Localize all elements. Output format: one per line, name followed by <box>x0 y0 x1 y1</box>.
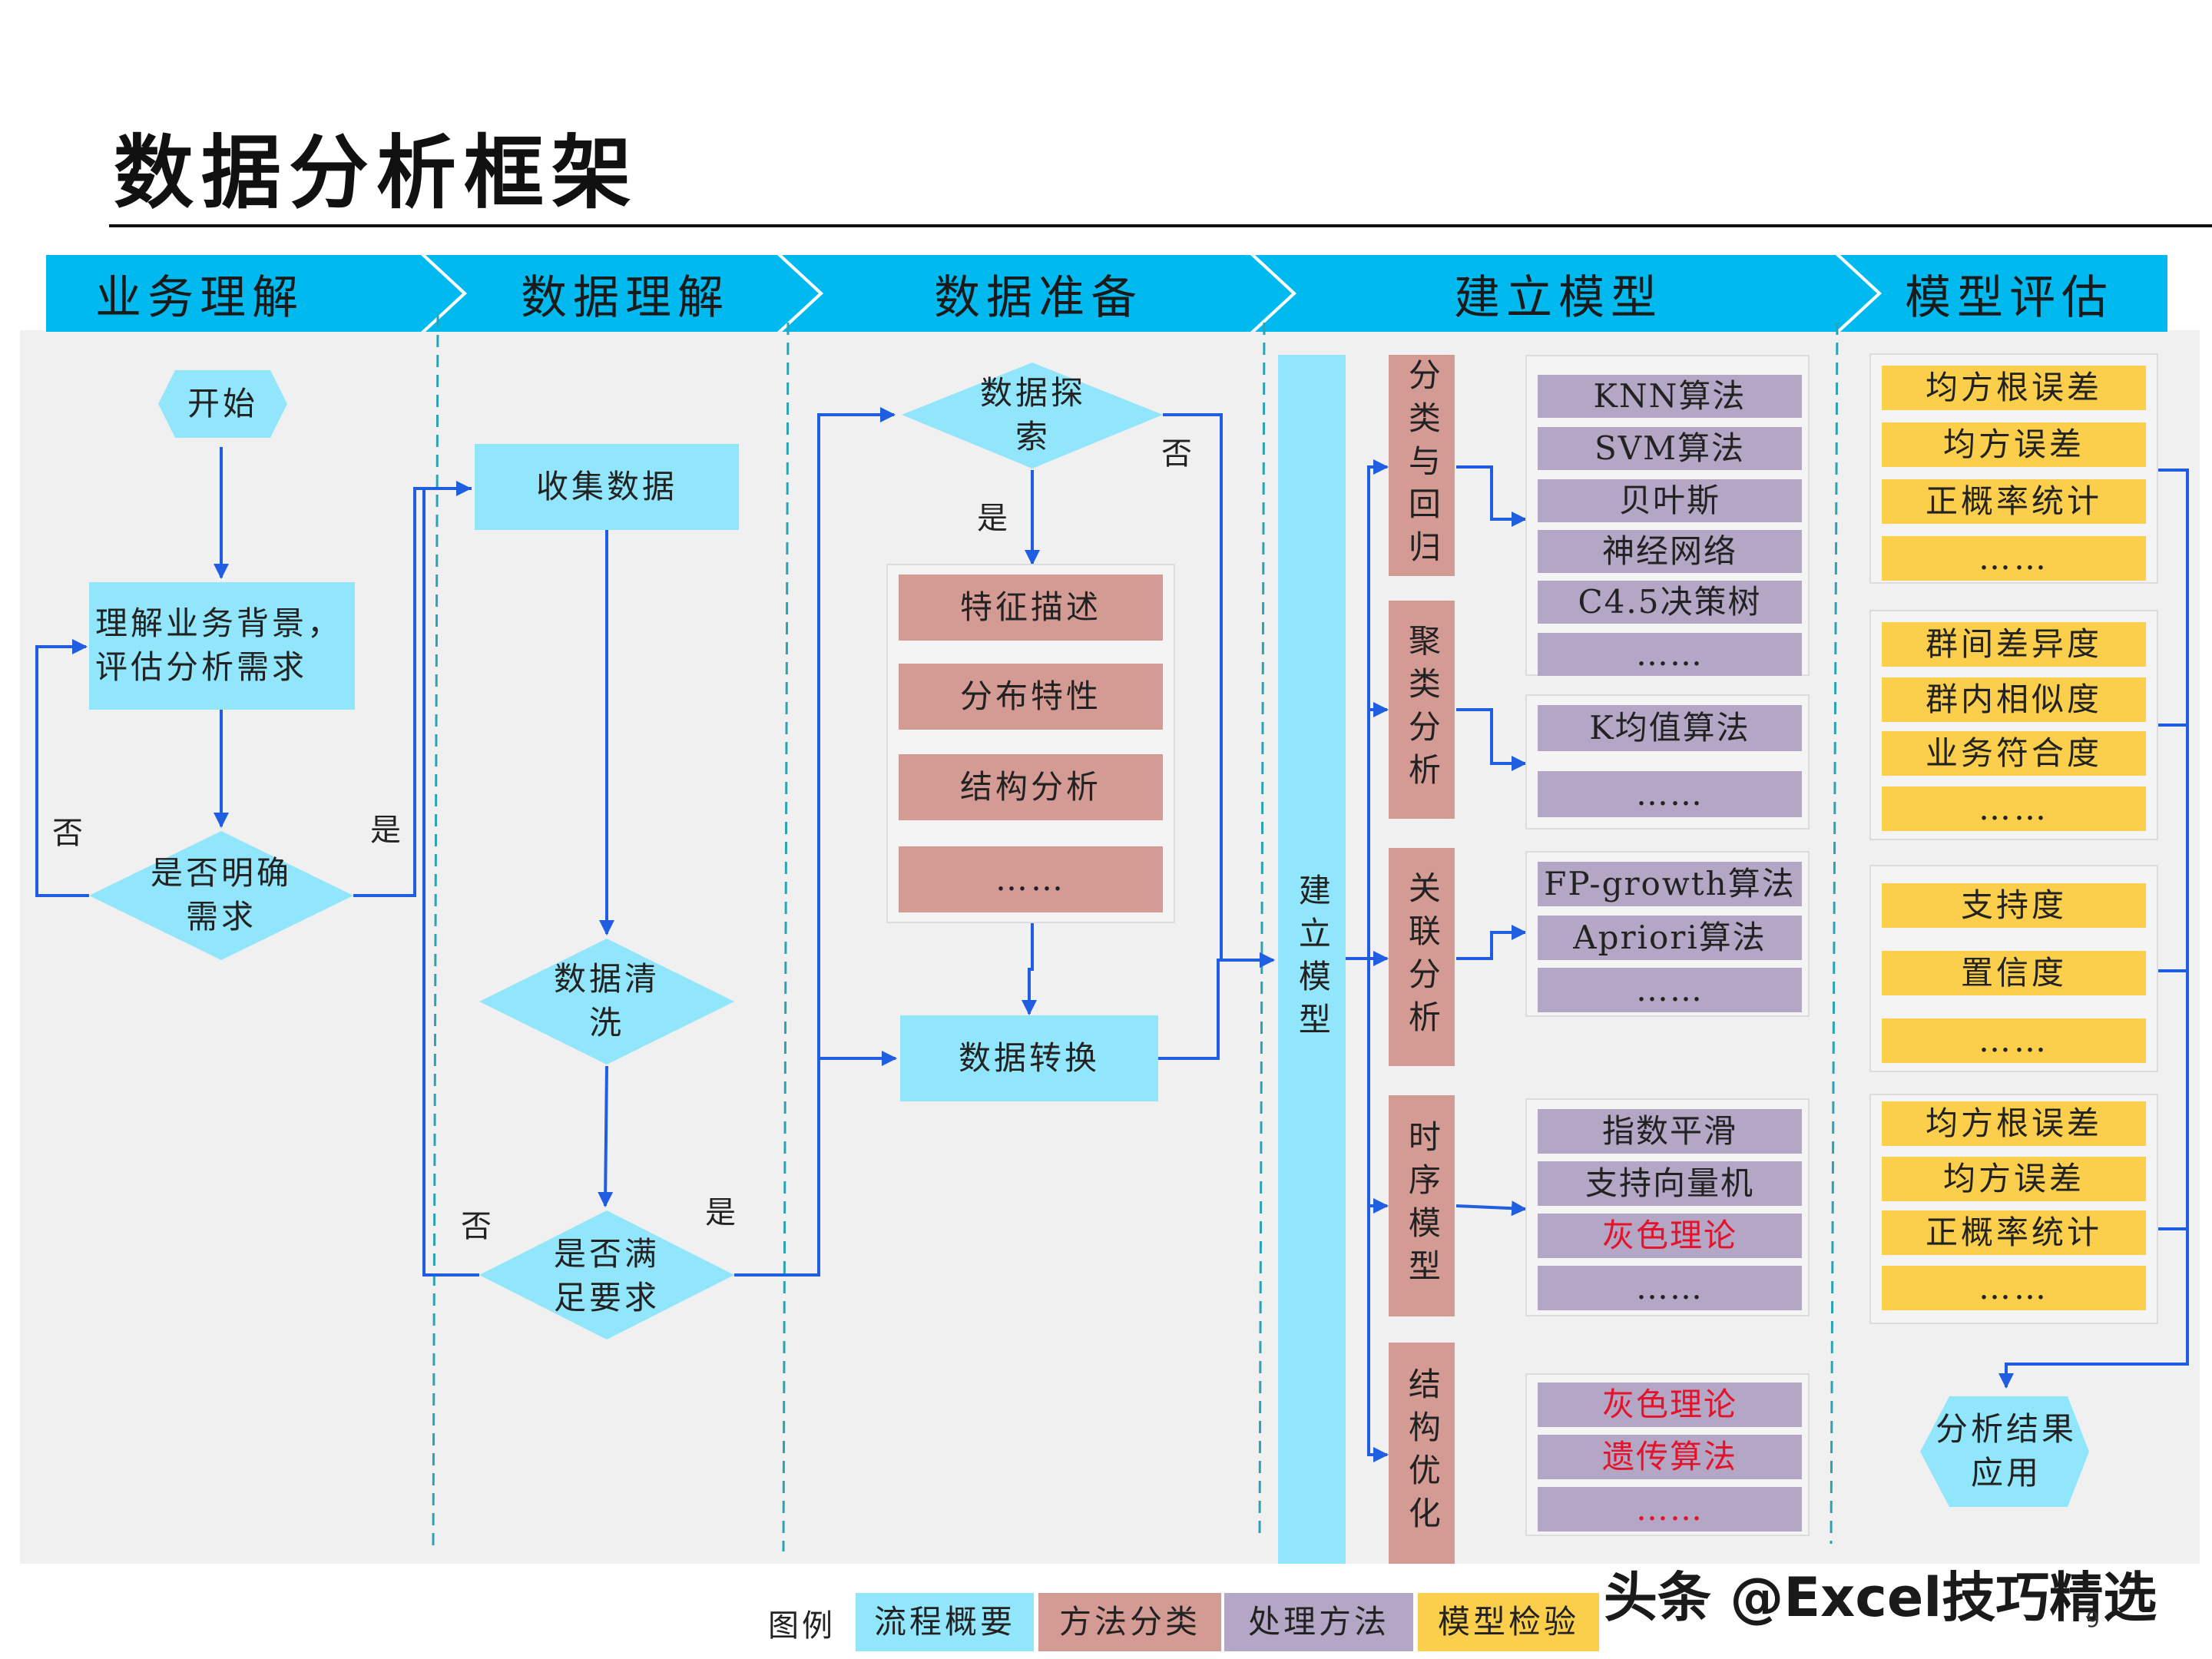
stage-label-data-prep: 数据准备 <box>934 270 1143 325</box>
build-model-bar: 建立模型 <box>1278 355 1346 1564</box>
explore-decision-node: 数据探索 <box>979 374 1086 455</box>
transform-node: 数据转换 <box>900 1015 1158 1101</box>
method-item-highlight: 遗传算法 <box>1538 1435 1802 1479</box>
satisfy-yes-label: 是 <box>705 1195 736 1230</box>
result-node: 分析结果应用 <box>1936 1410 2078 1492</box>
business-no-label: 否 <box>52 816 83 851</box>
category-clustering: 聚类分析 <box>1389 601 1455 819</box>
satisfy-decision-shape <box>479 1210 734 1339</box>
stage-headers <box>46 255 2167 332</box>
feature-item: 结构分析 <box>899 754 1163 820</box>
eval-group-2: 群间差异度 群内相似度 业务符合度 …… <box>1869 610 2158 840</box>
method-item: …… <box>1538 1266 1802 1310</box>
explore-no-label: 否 <box>1161 436 1192 472</box>
business-decision-shape <box>89 831 353 960</box>
explore-yes-label: 是 <box>977 501 1008 536</box>
eval-item: …… <box>1882 786 2146 831</box>
method-item: …… <box>1538 968 1802 1012</box>
legend-item-eval: 模型检验 <box>1418 1593 1599 1651</box>
legend-title: 图例 <box>768 1608 836 1644</box>
satisfy-decision-node: 是否满足要求 <box>553 1235 660 1316</box>
page-title: 数据分析框架 <box>114 125 640 220</box>
legend-item-method: 处理方法 <box>1224 1593 1413 1651</box>
method-item: C4.5决策树 <box>1538 581 1802 624</box>
start-node: 开始 <box>187 384 258 422</box>
eval-item: 支持度 <box>1882 883 2146 928</box>
eval-item: …… <box>1882 536 2146 581</box>
eval-group-3: 支持度 置信度 …… <box>1869 865 2158 1072</box>
satisfy-no-label: 否 <box>461 1209 492 1244</box>
method-item: 支持向量机 <box>1538 1161 1802 1206</box>
eval-item: …… <box>1882 1266 2146 1310</box>
stage-label-evaluation: 模型评估 <box>1905 270 2114 325</box>
eval-item: 均方误差 <box>1882 422 2146 467</box>
title-underline <box>109 224 2212 227</box>
method-item: …… <box>1538 771 1802 817</box>
eval-item: 均方误差 <box>1882 1157 2146 1201</box>
feature-item: 特征描述 <box>899 575 1163 641</box>
eval-item: 均方根误差 <box>1882 366 2146 410</box>
collect-data-node: 收集数据 <box>475 444 739 530</box>
feature-group: 特征描述 分布特性 结构分析 …… <box>886 564 1175 923</box>
explore-decision-shape <box>902 363 1163 469</box>
method-item: SVM算法 <box>1538 427 1802 470</box>
watermark: 头条 @Excel技巧精选 <box>1604 1566 2157 1629</box>
business-decision-node: 是否明确需求 <box>151 854 293 935</box>
feature-item: …… <box>899 846 1163 912</box>
category-association: 关联分析 <box>1389 848 1455 1066</box>
eval-group-1: 均方根误差 均方误差 正概率统计 …… <box>1869 353 2158 584</box>
method-item-highlight: …… <box>1538 1487 1802 1532</box>
stage-chevron-modeling <box>1260 255 1877 332</box>
eval-group-4: 均方根误差 均方误差 正概率统计 …… <box>1869 1094 2158 1324</box>
page-number: 9 <box>2086 1607 2100 1632</box>
legend-item-category: 方法分类 <box>1038 1593 1221 1651</box>
stage-label-business: 业务理解 <box>95 270 304 325</box>
stage-dividers <box>432 314 1839 1552</box>
stage-chevron-evaluation <box>1845 255 2167 332</box>
methods-clustering-group: K均值算法 …… <box>1525 694 1810 830</box>
stage-chevron-data-understanding <box>430 255 819 332</box>
eval-item: 群内相似度 <box>1882 677 2146 722</box>
method-item: 神经网络 <box>1538 530 1802 573</box>
category-timeseries: 时序模型 <box>1389 1095 1455 1316</box>
method-item: 贝叶斯 <box>1538 479 1802 522</box>
understand-business-node: 理解业务背景，评估分析需求 <box>89 582 355 710</box>
business-yes-label: 是 <box>370 813 401 848</box>
methods-association-group: FP-growth算法 Apriori算法 …… <box>1525 851 1810 1017</box>
methods-structure-group: 灰色理论 遗传算法 …… <box>1525 1373 1810 1536</box>
eval-item: …… <box>1882 1018 2146 1063</box>
eval-item: 业务符合度 <box>1882 731 2146 776</box>
eval-item: 正概率统计 <box>1882 1210 2146 1255</box>
method-item: KNN算法 <box>1538 375 1802 418</box>
feature-item: 分布特性 <box>899 664 1163 730</box>
start-hexagon-shape <box>158 370 287 438</box>
legend-item-flow: 流程概要 <box>856 1593 1034 1651</box>
method-item: Apriori算法 <box>1538 916 1802 960</box>
stage-label-data-understanding: 数据理解 <box>521 270 730 325</box>
diagram-panel <box>20 330 2200 1564</box>
method-item: 指数平滑 <box>1538 1109 1802 1154</box>
stage-chevron-data-prep <box>786 255 1292 332</box>
flow-arrows <box>35 407 2189 1462</box>
eval-item: 置信度 <box>1882 951 2146 995</box>
category-structure-opt: 结构优化 <box>1389 1343 1455 1564</box>
methods-timeseries-group: 指数平滑 支持向量机 灰色理论 …… <box>1525 1098 1810 1316</box>
eval-item: 正概率统计 <box>1882 479 2146 524</box>
category-classification: 分类与回归 <box>1389 355 1455 576</box>
result-hexagon-shape <box>1920 1396 2089 1507</box>
stage-chevron-business <box>46 255 462 332</box>
eval-item: 均方根误差 <box>1882 1101 2146 1146</box>
method-item: K均值算法 <box>1538 705 1802 751</box>
clean-data-node: 数据清洗 <box>553 960 660 1041</box>
method-item: FP-growth算法 <box>1538 862 1802 906</box>
stage-label-modeling: 建立模型 <box>1454 270 1663 325</box>
methods-classification-group: KNN算法 SVM算法 贝叶斯 神经网络 C4.5决策树 …… <box>1525 355 1810 676</box>
method-item-highlight: 灰色理论 <box>1538 1382 1802 1427</box>
method-item-highlight: 灰色理论 <box>1538 1214 1802 1258</box>
method-item: …… <box>1538 633 1802 676</box>
eval-item: 群间差异度 <box>1882 622 2146 667</box>
clean-decision-shape <box>479 939 734 1065</box>
